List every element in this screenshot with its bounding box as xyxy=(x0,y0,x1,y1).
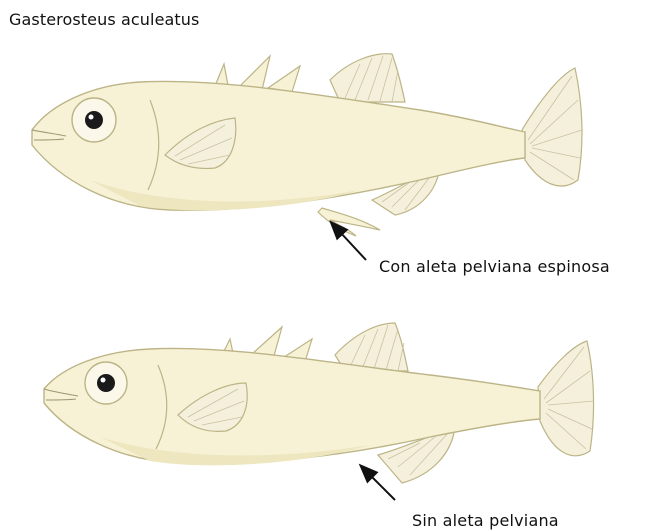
caudal-fin xyxy=(538,341,594,456)
pupil xyxy=(85,111,103,129)
stickleback-without-pelvic-fin xyxy=(0,305,600,505)
stickleback-with-pelvic-spine xyxy=(0,40,600,240)
caudal-fin xyxy=(522,68,582,186)
dorsal-spine-3 xyxy=(268,66,300,92)
label-without-pelvic-fin: Sin aleta pelviana xyxy=(412,511,559,531)
figure-title: Gasterosteus aculeatus xyxy=(9,10,199,30)
pupil xyxy=(97,374,115,392)
label-with-pelvic-spine: Con aleta pelviana espinosa xyxy=(379,257,610,277)
pelvic-spine xyxy=(318,208,380,236)
